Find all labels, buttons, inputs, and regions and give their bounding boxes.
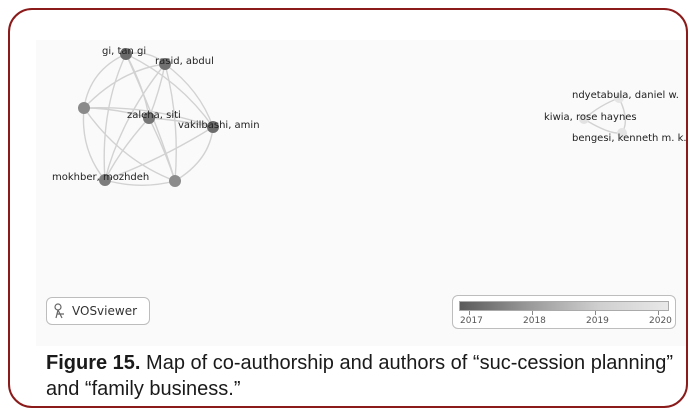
node-bengesi [617, 128, 627, 138]
caption-text: Map of co-authorship and authors of “suc… [46, 352, 674, 400]
node-unlabeled-bottom [169, 175, 181, 187]
node-vakilbashi [207, 121, 219, 133]
edge [83, 106, 214, 128]
network-svg [78, 48, 627, 187]
network-nodes [78, 48, 627, 187]
edge [104, 126, 214, 181]
node-gi [120, 48, 132, 60]
figure-frame: gi, tan gi rasid, abdul zaleha, siti vak… [8, 8, 688, 408]
node-unlabeled-left [78, 102, 90, 114]
edge [174, 126, 214, 182]
edge [83, 107, 176, 182]
scale-label: 2019 [586, 316, 609, 326]
color-scale-legend: 2017 2018 2019 2020 [452, 295, 676, 329]
vosviewer-badge: VOSviewer [46, 297, 150, 325]
node-kiwia [579, 114, 589, 124]
node-label-vakilbashi: vakilbashi, amin [178, 120, 260, 131]
node-label-gi: gi, tan gi [102, 46, 147, 57]
edge [103, 53, 127, 181]
edge [83, 63, 166, 109]
edge [104, 117, 150, 181]
edge [164, 63, 214, 128]
node-label-zaleha: zaleha, siti [127, 110, 181, 121]
scale-label: 2020 [649, 316, 672, 326]
scale-label: 2017 [460, 316, 483, 326]
edge [104, 179, 176, 186]
figure-label: Figure 15. [46, 352, 141, 374]
edge [83, 53, 127, 109]
edge [164, 63, 177, 182]
node-zaleha [143, 112, 155, 124]
figure-caption: Figure 15. Map of co-authorship and auth… [46, 350, 676, 402]
vosviewer-label: VOSviewer [72, 304, 138, 318]
node-mokhber [99, 174, 111, 186]
scale-ticks [459, 311, 669, 316]
edge [82, 107, 106, 181]
scale-label: 2018 [523, 316, 546, 326]
node-ndyetabula [614, 93, 624, 103]
node-label-bengesi: bengesi, kenneth m. k. [572, 133, 687, 144]
node-label-mokhber: mokhber, mozhdeh [52, 172, 150, 183]
edge [148, 117, 176, 182]
edge [125, 53, 214, 128]
vosviewer-logo-icon [54, 303, 64, 319]
node-label-rasid: rasid, abdul [155, 56, 214, 67]
node-label-kiwia: kiwia, rose haynes [544, 112, 637, 123]
node-rasid [159, 58, 171, 70]
color-gradient-bar [459, 301, 669, 311]
edge [104, 63, 166, 181]
node-label-ndyetabula: ndyetabula, daniel w. [572, 90, 679, 101]
